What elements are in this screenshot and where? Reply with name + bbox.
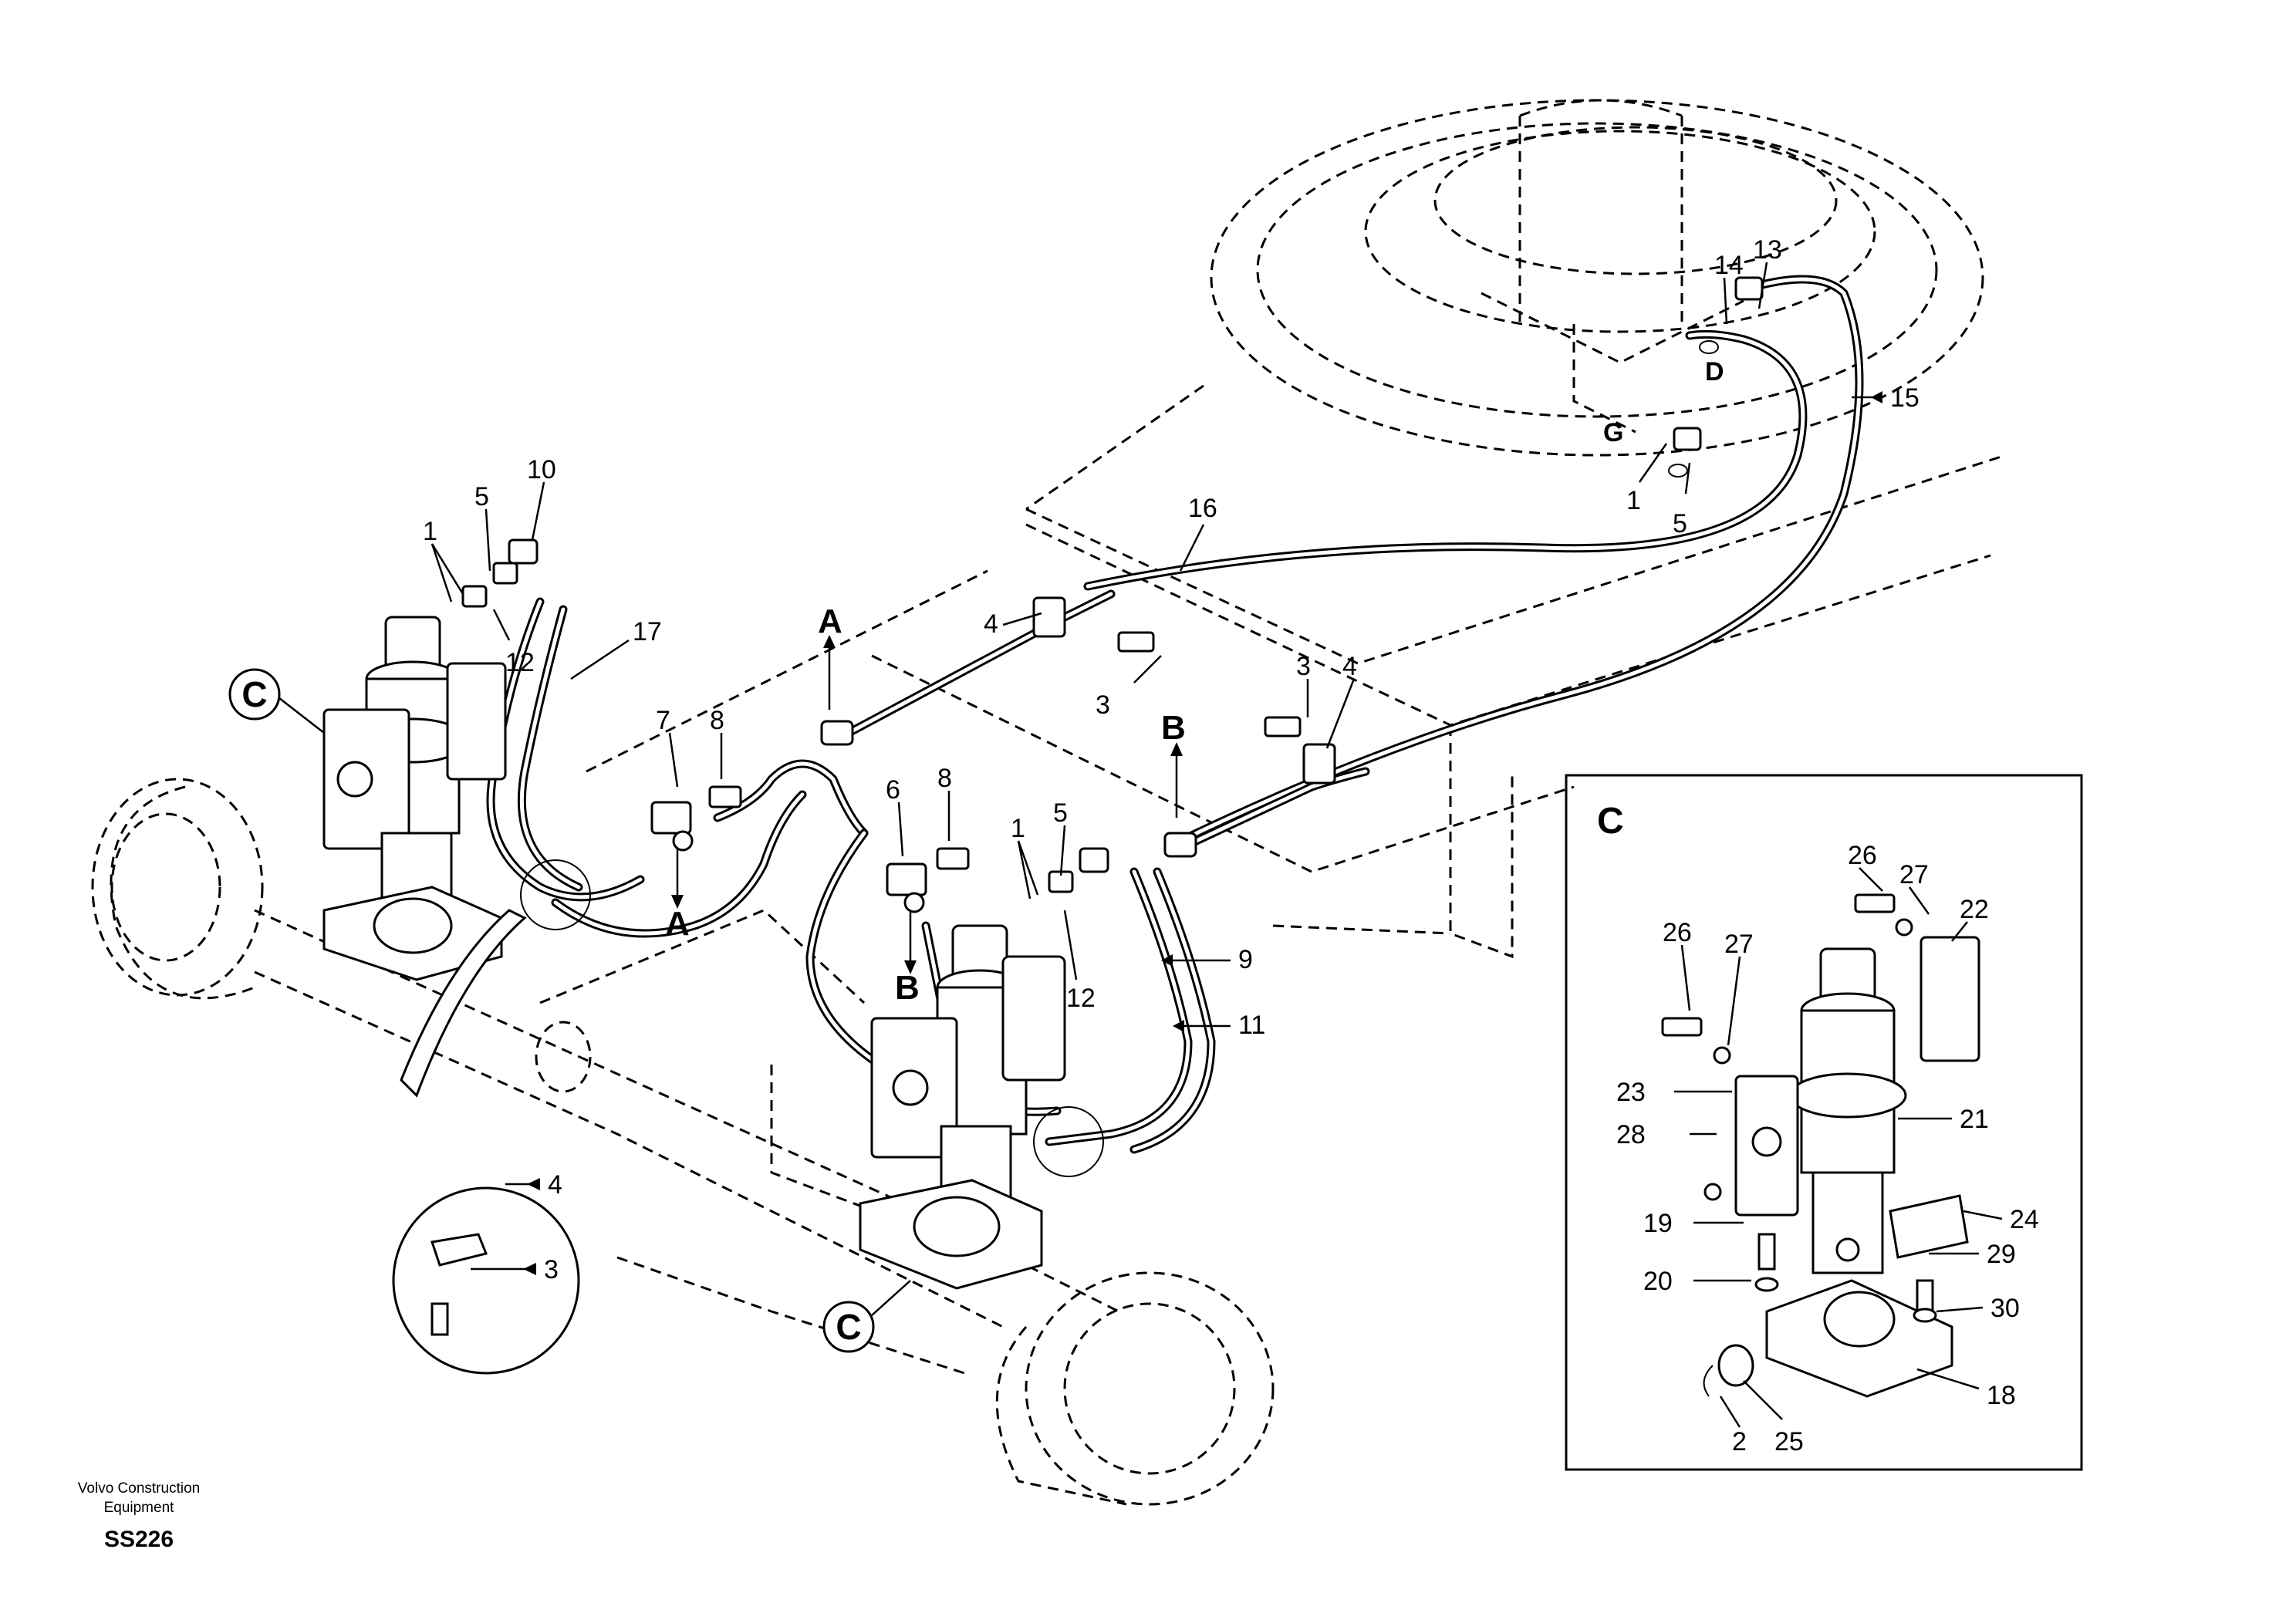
svg-text:20: 20 <box>1643 1267 1673 1296</box>
svg-text:4: 4 <box>984 609 998 639</box>
svg-text:14: 14 <box>1714 251 1744 280</box>
svg-text:4: 4 <box>1342 652 1357 681</box>
callout-numbers: 1 5 10 12 17 7 8 6 8 4 3 3 4 16 1 5 12 9… <box>423 235 2039 1456</box>
arrowheads <box>523 391 1882 1275</box>
svg-text:22: 22 <box>1960 895 1989 924</box>
svg-text:1: 1 <box>423 517 437 546</box>
svg-text:19: 19 <box>1643 1209 1673 1238</box>
fittings <box>461 276 1764 913</box>
section-a-bottom: A <box>665 905 690 943</box>
circled-ref-left: C <box>228 668 325 734</box>
svg-text:8: 8 <box>710 706 724 735</box>
section-a-top: A <box>818 602 842 640</box>
section-b-top: B <box>1161 709 1186 747</box>
svg-text:15: 15 <box>1890 383 1920 413</box>
detail-circles <box>392 859 1104 1375</box>
svg-text:29: 29 <box>1987 1240 2016 1269</box>
svg-text:25: 25 <box>1774 1427 1804 1456</box>
svg-text:2: 2 <box>1732 1427 1747 1456</box>
svg-text:9: 9 <box>1238 945 1253 974</box>
svg-text:27: 27 <box>1724 930 1754 959</box>
svg-text:1: 1 <box>1626 486 1641 515</box>
svg-text:28: 28 <box>1616 1120 1646 1149</box>
svg-text:21: 21 <box>1960 1105 1989 1134</box>
svg-text:6: 6 <box>886 775 900 805</box>
hose-17 <box>486 597 645 902</box>
svg-text:C: C <box>241 674 267 714</box>
svg-text:27: 27 <box>1899 860 1929 889</box>
svg-text:26: 26 <box>1848 841 1877 870</box>
svg-text:5: 5 <box>1673 509 1687 538</box>
left-cylinder-assembly <box>322 616 507 981</box>
svg-text:3: 3 <box>544 1255 559 1284</box>
section-g: G <box>1603 418 1623 447</box>
circled-ref-bottom: C <box>822 1280 911 1353</box>
svg-text:12: 12 <box>1066 984 1096 1013</box>
svg-text:24: 24 <box>2010 1205 2039 1234</box>
inset-cylinder-parts <box>1661 893 1980 1398</box>
svg-text:C: C <box>836 1307 861 1347</box>
pipe-b-to-clamp <box>1183 767 1370 849</box>
axle-outline <box>91 778 1275 1506</box>
slew-ring-outline <box>1210 99 1984 457</box>
brand-line-2: Equipment <box>104 1500 175 1516</box>
svg-text:5: 5 <box>474 482 489 511</box>
svg-text:17: 17 <box>633 617 662 646</box>
section-d: D <box>1705 357 1724 386</box>
svg-text:16: 16 <box>1188 494 1217 523</box>
hose-15 <box>1176 275 1864 845</box>
svg-text:7: 7 <box>656 706 670 735</box>
hose-16 <box>1083 329 1808 591</box>
inset-label: C <box>1597 801 1624 842</box>
leader-lines <box>430 262 2003 1428</box>
svg-text:13: 13 <box>1753 235 1782 265</box>
svg-text:23: 23 <box>1616 1078 1646 1107</box>
svg-text:26: 26 <box>1663 918 1692 947</box>
svg-text:1: 1 <box>1011 814 1025 843</box>
svg-text:5: 5 <box>1053 798 1068 828</box>
svg-text:8: 8 <box>937 764 952 793</box>
svg-text:11: 11 <box>1238 1011 1265 1040</box>
svg-text:12: 12 <box>505 648 535 677</box>
svg-text:3: 3 <box>1096 690 1110 720</box>
svg-text:18: 18 <box>1987 1381 2016 1410</box>
section-b-bottom: B <box>895 969 920 1007</box>
svg-text:30: 30 <box>1990 1294 2020 1323</box>
drawing-code: SS226 <box>104 1527 174 1552</box>
pipe-left-tee <box>551 759 869 938</box>
inset-frame <box>1565 774 2083 1471</box>
brand-line-1: Volvo Construction <box>78 1480 200 1497</box>
svg-text:10: 10 <box>527 455 556 484</box>
hose-9-11 <box>1045 867 1216 1154</box>
svg-text:3: 3 <box>1296 652 1311 681</box>
svg-text:4: 4 <box>548 1170 562 1200</box>
center-cylinder-assembly <box>859 924 1066 1290</box>
